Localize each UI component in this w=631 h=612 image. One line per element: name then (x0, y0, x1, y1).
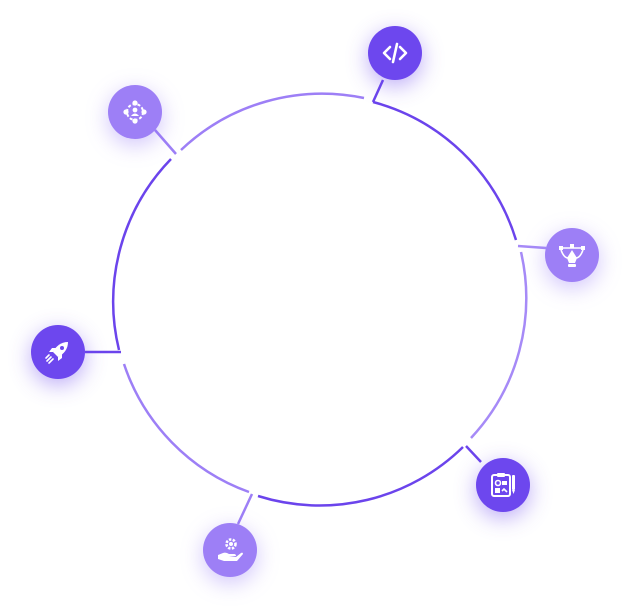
hand-gear-icon (218, 538, 243, 561)
connector-code (371, 79, 385, 103)
ring-arc-top-left (180, 92, 365, 151)
ring-arc-bottom-right (257, 446, 464, 507)
connector-design (517, 244, 547, 250)
connector-team (154, 129, 177, 155)
ring-arc-top-right (372, 100, 518, 241)
connector-planning (465, 445, 482, 463)
node-support[interactable] (203, 523, 257, 577)
node-team[interactable] (108, 85, 162, 139)
vector-pen-icon (559, 244, 585, 267)
ring-arc-left (111, 158, 172, 351)
node-design[interactable] (545, 228, 599, 282)
ring-arc-bottom-left (122, 363, 250, 494)
ring-arc-right (470, 251, 528, 439)
node-planning[interactable] (476, 458, 530, 512)
rocket-icon (45, 342, 68, 364)
node-launch[interactable] (31, 325, 85, 379)
connector-support (236, 493, 254, 525)
clipboard-plan-icon (491, 473, 515, 497)
node-code[interactable] (368, 26, 422, 80)
team-network-icon (123, 100, 147, 124)
code-brackets-icon (382, 42, 408, 64)
